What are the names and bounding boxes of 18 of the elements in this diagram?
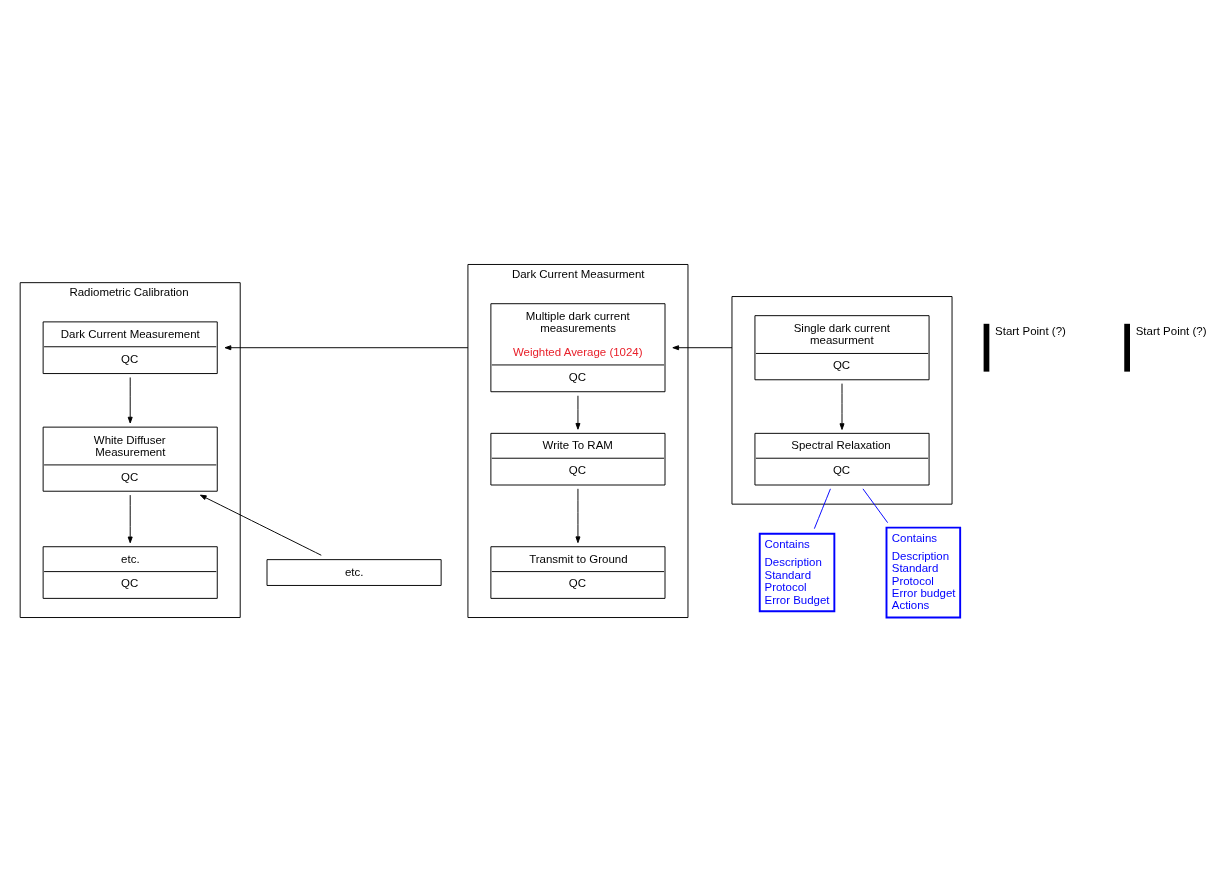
node-bar [983, 323, 990, 372]
arrow [199, 494, 322, 556]
node-bar [1124, 323, 1130, 372]
node-box: etc. [266, 559, 442, 586]
connector [862, 488, 889, 524]
arrow [672, 345, 733, 351]
arrow [839, 383, 845, 430]
cluster [731, 296, 953, 505]
arrow [127, 494, 133, 544]
arrow [575, 395, 581, 430]
arrow [224, 345, 469, 351]
connector [813, 488, 831, 530]
node-label: Start Point (?) [995, 324, 1066, 337]
arrow [127, 376, 133, 424]
node-box: Contains Description Standard Protocol Error Budget [758, 532, 836, 613]
node-box: Contains Description Standard Protocol Error budget Actions [885, 526, 962, 619]
node-label: Start Point (?) [1135, 324, 1207, 337]
arrow [575, 488, 581, 544]
